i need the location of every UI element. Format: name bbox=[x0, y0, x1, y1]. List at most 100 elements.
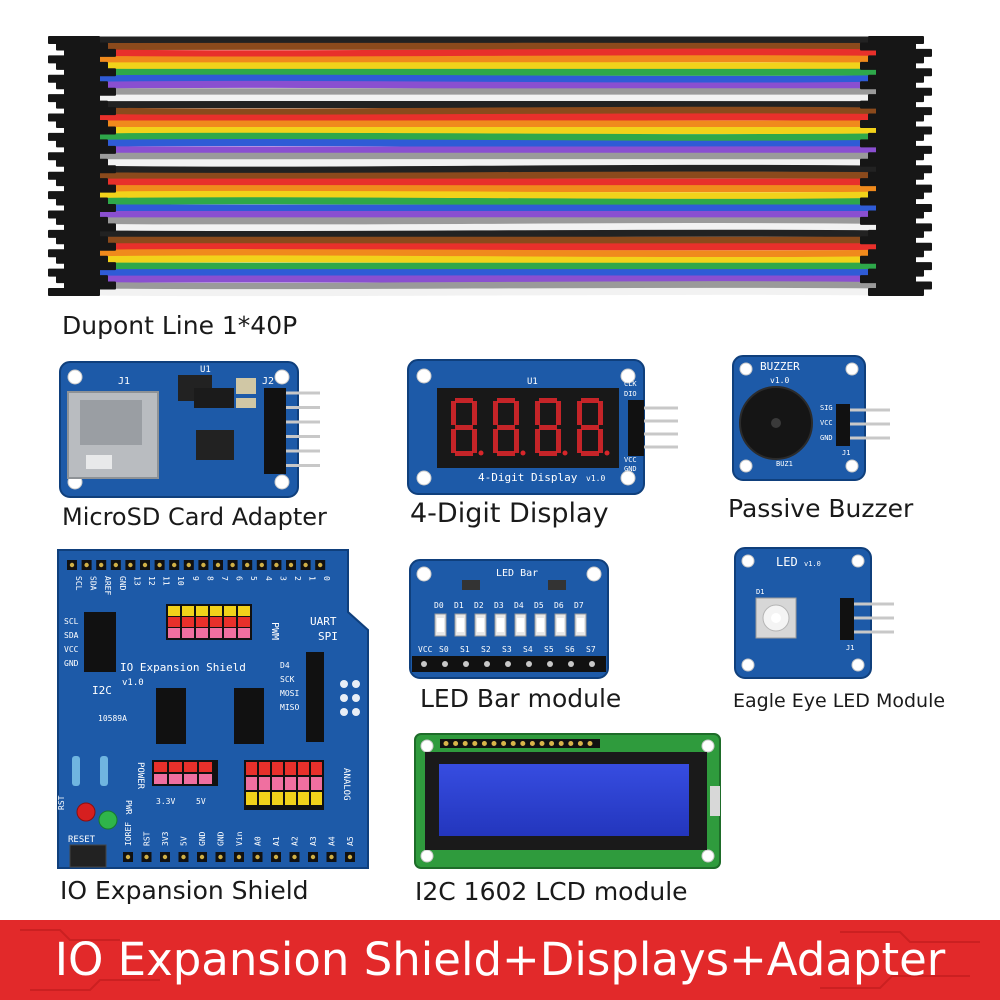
dupont-connector-right bbox=[860, 216, 916, 225]
caption-i2c-1602-lcd: I2C 1602 LCD module bbox=[415, 877, 688, 906]
dupont-connector-left bbox=[56, 42, 108, 51]
dupont-connector-right bbox=[868, 288, 924, 296]
dupont-wire bbox=[97, 274, 881, 284]
shield-top-header-slot bbox=[227, 560, 238, 570]
shield-top-pin-label: 0 bbox=[322, 576, 331, 581]
dupont-connector-right bbox=[876, 87, 932, 96]
shield-analog-pin bbox=[311, 792, 322, 805]
ledbar-led bbox=[474, 613, 487, 637]
shield-pwm-pin bbox=[168, 606, 180, 616]
shield-pwm-pin bbox=[224, 606, 236, 616]
dupont-connector-left bbox=[56, 216, 108, 225]
ledbar-led bbox=[494, 613, 507, 637]
shield-pwm-pin bbox=[210, 606, 222, 616]
lcd-pin bbox=[520, 741, 526, 746]
shield-power-pin bbox=[154, 762, 167, 772]
shield-bottom-header-pin bbox=[181, 854, 186, 860]
shield-top-header-pin bbox=[201, 562, 206, 568]
dupont-wire bbox=[97, 248, 881, 258]
header-pin bbox=[854, 630, 894, 634]
shield-bottom-header-pin bbox=[162, 854, 168, 860]
shield-left-pin-label: SDA bbox=[64, 631, 79, 640]
shield-bottom-header-pin bbox=[273, 854, 279, 860]
display-segment bbox=[455, 398, 473, 403]
dupont-wire bbox=[97, 120, 881, 128]
shield-pwm-pin bbox=[224, 628, 236, 638]
dupont-wire bbox=[97, 184, 881, 193]
dupont-connector-left bbox=[64, 126, 116, 135]
dupont-connector-right bbox=[868, 94, 924, 103]
buzzer-component bbox=[739, 386, 813, 460]
shield-bottom-pin-label: A4 bbox=[328, 836, 337, 846]
ledbar-led-label: D1 bbox=[454, 601, 464, 610]
shield-top-header-slot bbox=[256, 560, 267, 570]
shield-bottom-header-slot bbox=[345, 852, 355, 862]
shield-bottom-pin-label: GND bbox=[198, 831, 207, 846]
header-pin bbox=[286, 449, 320, 453]
header-pin bbox=[854, 616, 894, 620]
shield-analog-pin bbox=[272, 762, 283, 775]
shield-bottom-header-slot bbox=[178, 852, 189, 862]
shield-top-pin-label: SDA bbox=[89, 576, 98, 591]
dupont-connector-left bbox=[48, 191, 100, 200]
display-segment bbox=[497, 451, 515, 456]
shield-top-pin-label: SCL bbox=[74, 576, 83, 591]
shield-bottom-header-slot bbox=[289, 852, 300, 862]
shield-pwm-pin bbox=[168, 617, 180, 627]
header-pin bbox=[850, 408, 890, 412]
shield-analog-pin bbox=[246, 777, 257, 790]
shield-board-title: IO Expansion Shield bbox=[120, 661, 246, 674]
microsd-u1-label: U1 bbox=[200, 365, 211, 375]
display-segment bbox=[497, 398, 515, 403]
dupont-wire bbox=[97, 203, 881, 213]
dupont-connector-left bbox=[64, 184, 116, 193]
ledbar-led-lens bbox=[557, 618, 564, 632]
shield-top-pin-label: 4 bbox=[264, 576, 273, 581]
shield-bottom-header-slot bbox=[160, 852, 170, 862]
ledbar-pin-label: S3 bbox=[502, 645, 512, 654]
dupont-connector-right bbox=[876, 184, 932, 193]
digit4-pin-1: DIO bbox=[624, 390, 637, 398]
dupont-wire bbox=[97, 62, 881, 70]
shield-bottom-header-pin bbox=[255, 854, 260, 860]
dupont-connector-left bbox=[56, 81, 108, 90]
shield-top-header-slot bbox=[169, 560, 180, 570]
shield-pwm-pin bbox=[196, 606, 208, 616]
display-segment bbox=[581, 425, 599, 430]
ledbar-led-lens bbox=[517, 618, 524, 632]
lcd-pin bbox=[481, 741, 487, 746]
shield-pwm-pin bbox=[168, 628, 180, 638]
dupont-wire bbox=[97, 126, 881, 135]
shield-pwm-pin bbox=[210, 617, 222, 627]
dupont-connector-right bbox=[860, 42, 916, 51]
display-segment bbox=[472, 401, 477, 425]
eagle-eye-led bbox=[755, 597, 797, 639]
digit4-pin-2: VCC bbox=[624, 456, 637, 464]
ledbar-pin-label: S2 bbox=[481, 645, 491, 654]
ledbar-led-label: D2 bbox=[474, 601, 484, 610]
shield-top-pin-label: 9 bbox=[191, 576, 200, 581]
shield-bottom-header-slot bbox=[252, 852, 263, 862]
dupont-connector-right bbox=[860, 178, 916, 187]
dupont-wire bbox=[97, 242, 881, 251]
shield-i2c-label: I2C bbox=[92, 684, 112, 697]
shield-bottom-header-pin bbox=[329, 854, 334, 860]
ledbar-led-label: D7 bbox=[574, 601, 584, 610]
header-pin bbox=[526, 661, 532, 667]
shield-power-pin bbox=[199, 774, 212, 784]
ledbar-led-lens bbox=[497, 618, 504, 632]
dupont-connector-left bbox=[56, 100, 108, 109]
header-pin bbox=[547, 661, 553, 667]
ledbar-led bbox=[454, 613, 467, 637]
dupont-connector-left bbox=[48, 113, 100, 122]
shield-analog-label: ANALOG bbox=[341, 768, 351, 801]
dupont-connector-right bbox=[876, 165, 932, 174]
shield-top-pin-label: AREF bbox=[103, 576, 112, 595]
dupont-connector-left bbox=[64, 262, 116, 271]
shield-top-header-slot bbox=[125, 560, 136, 570]
caption-microsd-adapter: MicroSD Card Adapter bbox=[62, 503, 327, 531]
header-pin bbox=[850, 422, 890, 426]
shield-analog-pin bbox=[298, 777, 309, 790]
digit4-pin-3: GND bbox=[624, 465, 637, 473]
display-segment bbox=[455, 425, 473, 430]
